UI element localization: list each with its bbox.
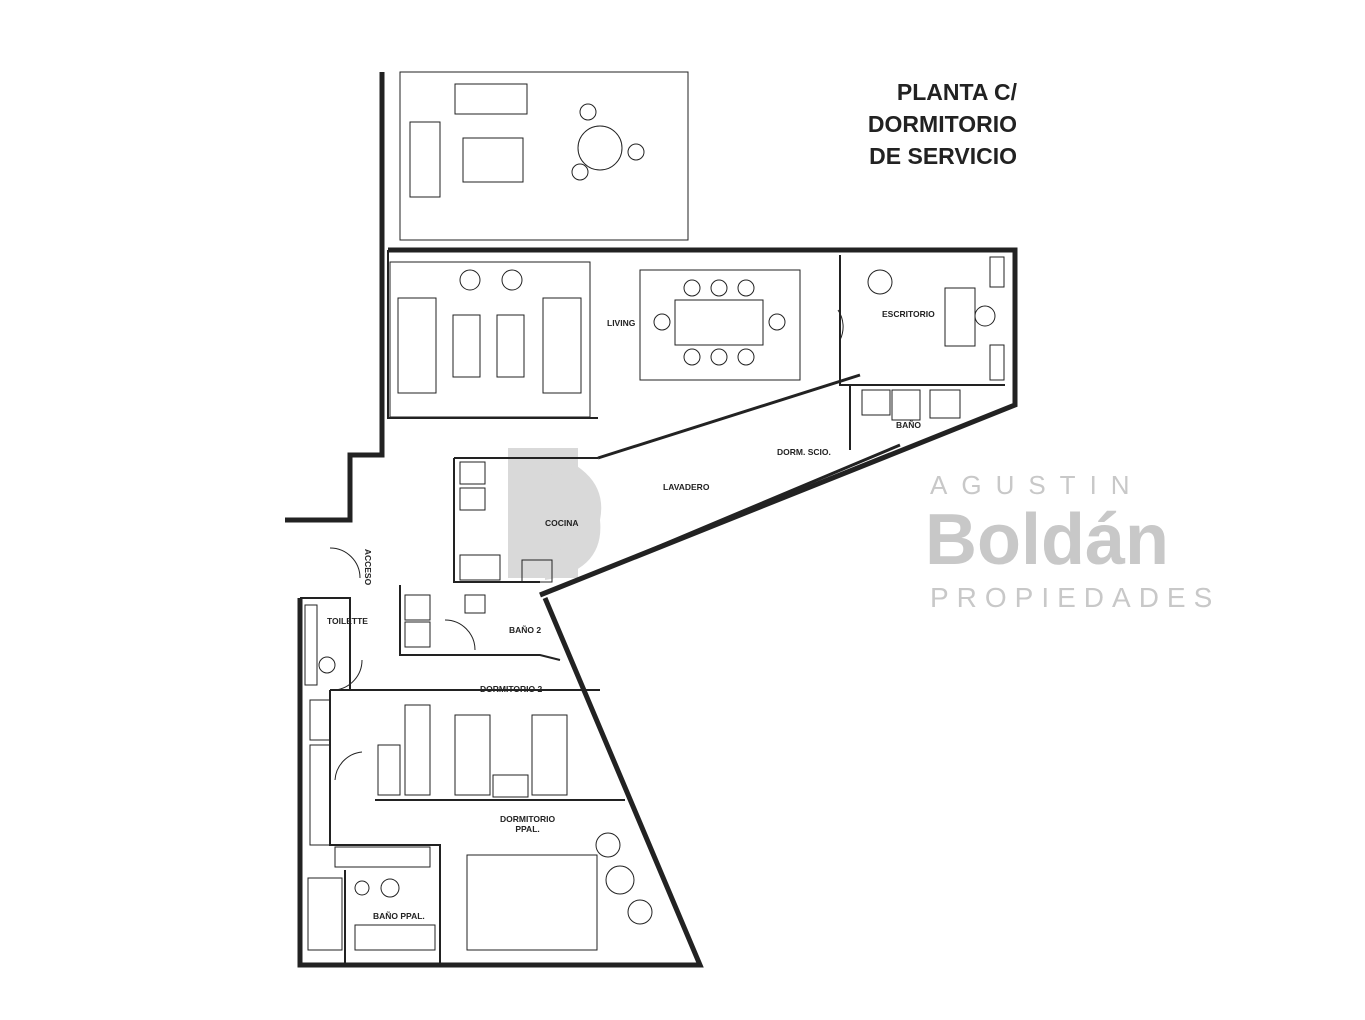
title-line: DORMITORIO xyxy=(867,111,1017,137)
label-line: PPAL. xyxy=(515,824,540,834)
room-label-bano-ppal: BAÑO PPAL. xyxy=(373,911,425,921)
outer-walls xyxy=(285,72,1018,968)
watermark-logo xyxy=(508,448,602,580)
room-label-bano2: BAÑO 2 xyxy=(509,625,542,635)
room-label-toilette: TOILETTE xyxy=(327,616,368,626)
room-label-dorm-scio: DORM. SCIO. xyxy=(777,447,831,457)
title-line: PLANTA C/ xyxy=(896,79,1017,105)
watermark-brand: Boldán xyxy=(925,500,1169,580)
room-label-escritorio: ESCRITORIO xyxy=(882,309,935,319)
room-label-living: LIVING xyxy=(607,318,636,328)
room-label-bano: BAÑO xyxy=(896,420,922,430)
watermark-bottom: PROPIEDADES xyxy=(930,582,1221,613)
label-line: DORMITORIO xyxy=(500,814,556,824)
watermark-top: AGUSTIN xyxy=(930,470,1144,500)
room-label-dormitorio-ppal: DORMITORIO PPAL. xyxy=(500,814,555,834)
terrace xyxy=(399,71,689,241)
room-label-dormitorio2: DORMITORIO 2 xyxy=(480,684,543,694)
room-label-acceso: ACCESO xyxy=(363,548,374,586)
room-label-lavadero: LAVADERO xyxy=(663,482,710,492)
title-line: DE SERVICIO xyxy=(869,143,1017,169)
room-label-cocina: COCINA xyxy=(545,518,579,528)
plan-title: PLANTA C/ DORMITORIO DE SERVICIO xyxy=(868,76,1017,172)
